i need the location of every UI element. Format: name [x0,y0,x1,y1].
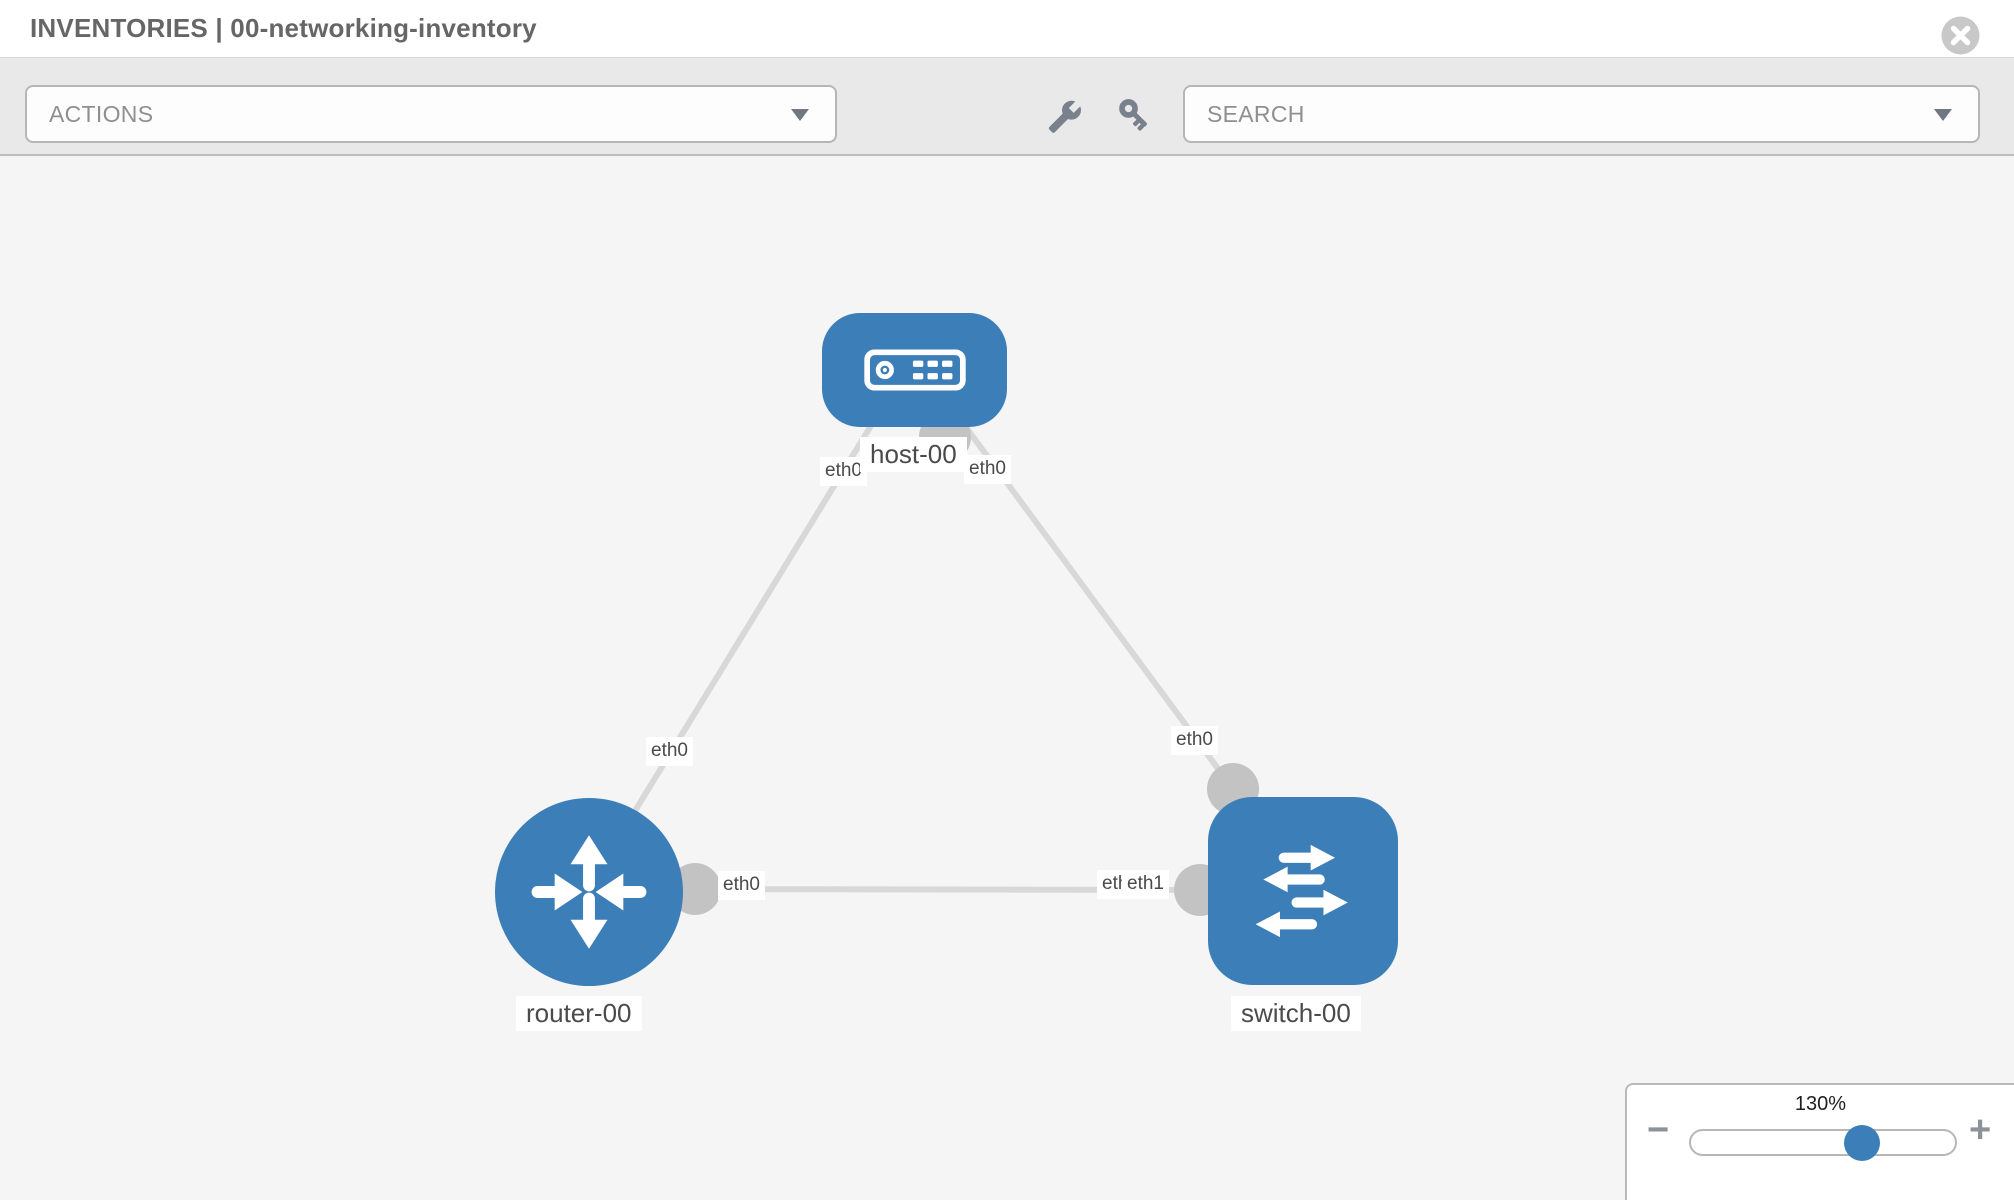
page-title: INVENTORIES | 00-networking-inventory [30,13,537,43]
if-label-switch-top: eth0 [1171,726,1218,755]
router-icon [531,835,647,949]
search-placeholder: SEARCH [1207,100,1305,127]
node-label-router-00: router-00 [516,996,642,1031]
zoom-slider-track[interactable] [1689,1129,1957,1156]
close-button[interactable] [1941,16,1980,55]
zoom-slider-handle[interactable] [1844,1125,1880,1161]
if-label-switch-mid-front: eth1 [1122,870,1169,899]
actions-dropdown-label: ACTIONS [49,100,154,127]
topology-canvas[interactable]: eth0 eth0 eth0 eth0 eth0 eth0 eth1 host-… [0,156,2014,1200]
header: INVENTORIES | 00-networking-inventory [0,0,2014,57]
chevron-down-icon [791,109,809,121]
zoom-in-button[interactable]: + [1969,1109,1992,1151]
zoom-out-button[interactable]: − [1647,1109,1670,1151]
toolbar: ACTIONS SEARCH [0,57,2014,156]
if-label-host-left: eth0 [820,457,867,486]
zoom-control-panel: 130% − + [1625,1083,2014,1200]
node-label-host-00: host-00 [860,437,967,472]
host-icon [863,349,966,391]
zoom-level-value: 130% [1794,1093,1847,1115]
topology-edges [597,396,1236,893]
node-label-switch-00: switch-00 [1231,996,1361,1031]
switch-icon [1255,844,1348,938]
node-switch-00[interactable] [1208,797,1398,985]
search-dropdown[interactable]: SEARCH [1183,85,1980,143]
configure-button[interactable] [1047,95,1087,135]
close-icon [1941,16,1980,55]
if-label-host-right: eth0 [964,455,1011,484]
chevron-down-icon [1934,109,1952,121]
node-host-00[interactable] [822,313,1007,427]
node-router-00[interactable] [495,798,683,986]
wrench-icon [1048,100,1082,133]
if-label-router-right: eth0 [718,871,765,900]
if-label-router-top: eth0 [646,737,693,766]
key-icon [1119,99,1147,131]
actions-dropdown[interactable]: ACTIONS [25,85,837,143]
credentials-button[interactable] [1115,95,1155,135]
